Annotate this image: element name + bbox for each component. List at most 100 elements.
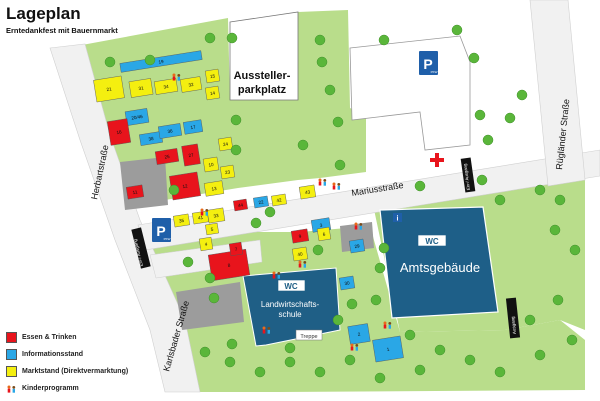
stand-34: 34 bbox=[153, 78, 179, 95]
stand-43: 43 bbox=[298, 184, 317, 200]
legend-label-kids: Kinderprogramm bbox=[22, 385, 79, 392]
tree-icon bbox=[182, 256, 194, 268]
tree-icon bbox=[226, 338, 238, 350]
stand-number: 17 bbox=[190, 124, 196, 130]
stand-27: 27 bbox=[181, 143, 201, 167]
tree-icon bbox=[504, 112, 516, 124]
stand-number: 38 bbox=[148, 136, 154, 142]
svg-text:i: i bbox=[397, 216, 399, 223]
tree-icon bbox=[566, 334, 578, 346]
schule-wc-box bbox=[277, 279, 306, 292]
tree-icon bbox=[332, 314, 344, 326]
page-title: Lageplan bbox=[6, 4, 81, 23]
kids-program-icon bbox=[318, 178, 327, 186]
stand-7: 7 bbox=[228, 241, 244, 257]
stand-number: 43 bbox=[305, 189, 311, 195]
stand-number: 5 bbox=[210, 227, 214, 232]
tree-icon bbox=[324, 84, 336, 96]
tree-icon bbox=[476, 174, 488, 186]
kids-layer bbox=[172, 73, 392, 351]
tree-icon bbox=[104, 56, 116, 68]
kids-icon bbox=[6, 383, 17, 394]
stand-number: 11 bbox=[132, 189, 138, 195]
tree-icon bbox=[534, 349, 546, 361]
svg-text:P: P bbox=[423, 56, 432, 72]
tree-icon bbox=[230, 144, 242, 156]
tree-icon bbox=[569, 244, 581, 256]
tree-icon bbox=[549, 224, 561, 236]
stand-number: 10 bbox=[208, 162, 214, 168]
tree-icon bbox=[204, 32, 216, 44]
tree-icon bbox=[168, 184, 180, 196]
stand-8: 8 bbox=[207, 248, 251, 282]
tree-icon bbox=[552, 294, 564, 306]
tree-icon bbox=[404, 329, 416, 341]
trees-layer bbox=[104, 24, 581, 384]
aussteller-parkplatz bbox=[229, 11, 299, 101]
exit-right-label: Ausgang bbox=[510, 316, 517, 335]
stand-number: 19 bbox=[158, 59, 164, 65]
tree-icon bbox=[534, 184, 546, 196]
stand-4: 4 bbox=[198, 236, 214, 252]
stand-10: 10 bbox=[202, 156, 220, 173]
stand-number: 34 bbox=[163, 84, 169, 90]
tree-icon bbox=[378, 242, 390, 254]
tree-icon bbox=[414, 180, 426, 192]
stand-number: 7 bbox=[234, 247, 238, 252]
amtsgebaeude-label: Amtsgebäude bbox=[400, 260, 480, 275]
tree-icon bbox=[524, 314, 536, 326]
stand-32: 32 bbox=[179, 76, 203, 93]
stand-number: 20/46 bbox=[131, 114, 144, 121]
entrance-top-label: Ein-/ Ausgang bbox=[462, 163, 471, 191]
tree-icon bbox=[316, 56, 328, 68]
tree-icon bbox=[414, 364, 426, 376]
tree-icon bbox=[332, 116, 344, 128]
kids-program-icon bbox=[200, 208, 209, 216]
stand-number: 2 bbox=[357, 332, 361, 337]
kids-program-icon bbox=[262, 326, 271, 334]
kids-program-icon bbox=[172, 73, 181, 81]
stand-number: 40 bbox=[297, 251, 303, 257]
stand-number: 32 bbox=[188, 82, 194, 88]
stand-11: 11 bbox=[125, 184, 145, 200]
legend-swatch-market bbox=[6, 366, 17, 377]
tree-icon bbox=[370, 294, 382, 306]
stand-19: 19 bbox=[119, 50, 203, 73]
tree-icon bbox=[468, 52, 480, 64]
schule-label-line1: Landwirtschafts- bbox=[261, 300, 320, 309]
stand-24: 24 bbox=[217, 136, 234, 152]
building-grey-center bbox=[340, 222, 374, 252]
stand-number: 16 bbox=[116, 129, 122, 135]
legend-row-kids: Kinderprogramm bbox=[6, 382, 128, 395]
tree-icon bbox=[482, 134, 494, 146]
stand-13: 13 bbox=[203, 180, 225, 197]
tree-icon bbox=[230, 114, 242, 126]
tree-icon bbox=[334, 159, 346, 171]
tree-icon bbox=[554, 194, 566, 206]
tree-icon bbox=[284, 342, 296, 354]
stand-31: 31 bbox=[128, 78, 154, 98]
stand-number: 31 bbox=[138, 85, 144, 91]
stand-number: 15 bbox=[210, 73, 216, 79]
legend-row-market: Marktstand (Direktvermarktung) bbox=[6, 365, 128, 378]
tree-icon bbox=[344, 354, 356, 366]
tree-icon bbox=[224, 356, 236, 368]
kids-program-icon bbox=[272, 271, 281, 279]
parking-icon bbox=[152, 218, 171, 242]
stand-number: 42 bbox=[276, 197, 282, 203]
tree-icon bbox=[494, 366, 506, 378]
stand-number: 29 bbox=[354, 243, 360, 249]
tree-icon bbox=[297, 139, 309, 151]
aussteller-label-line2: parkplatz bbox=[238, 84, 287, 96]
stand-number: 35 bbox=[179, 218, 185, 224]
stand-29: 29 bbox=[348, 238, 366, 254]
svg-text:P: P bbox=[156, 223, 165, 239]
legend-label-food: Essen & Trinken bbox=[22, 334, 77, 341]
tree-icon bbox=[374, 262, 386, 274]
building-grey-south bbox=[176, 282, 244, 330]
tree-icon bbox=[346, 298, 358, 310]
tree-icon bbox=[434, 344, 446, 356]
stand-number: 14 bbox=[210, 90, 216, 96]
